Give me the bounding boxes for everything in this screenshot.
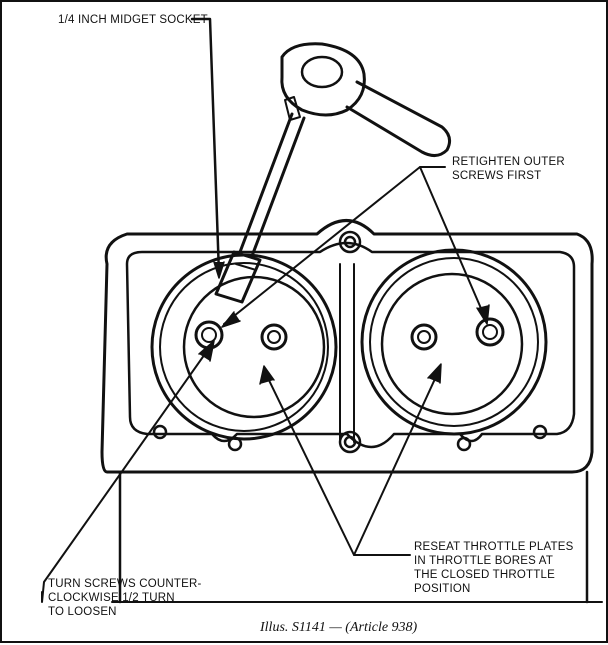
manifold-center-gap [339, 263, 355, 443]
leader-turn [41, 343, 213, 603]
reseat-label-line-2: IN THROTTLE BORES AT [414, 555, 554, 567]
turn-label-line-2: CLOCKWISE 1/2 TURN [48, 592, 175, 604]
turn-label-line-1: TURN SCREWS COUNTER- [48, 578, 202, 590]
figure-caption: Illus. S1141 — (Article 938) [260, 620, 418, 635]
reseat-label-line-1: RESEAT THROTTLE PLATES [414, 541, 574, 553]
leader-reseat-right [353, 367, 441, 556]
socket-label: 1/4 INCH MIDGET SOCKET [58, 14, 208, 26]
gasket-outline [125, 241, 576, 449]
right-bore-inner [369, 257, 539, 427]
reseat-label-line-3: THE CLOSED THROTTLE [414, 569, 555, 581]
retighten-label-line-1: RETIGHTEN OUTER [452, 156, 565, 168]
screw-right-outer [475, 317, 505, 347]
right-throttle-plate [380, 272, 524, 416]
leader-retighten-right [419, 166, 487, 321]
leader-reseat [263, 369, 411, 556]
screw-right-inner [410, 323, 438, 351]
flange-holes [152, 230, 548, 454]
retighten-label-line-2: SCREWS FIRST [452, 170, 542, 182]
turn-label-line-3: TO LOOSEN [48, 606, 117, 618]
midget-socket [214, 250, 262, 304]
ratchet-wrench [280, 42, 452, 157]
manifold-body [118, 470, 589, 604]
base-flange [100, 219, 594, 474]
left-bore-inner [159, 262, 329, 432]
reseat-label-line-4: POSITION [414, 583, 471, 595]
screw-left-outer [194, 320, 224, 350]
leader-socket [190, 17, 221, 276]
right-bore-outer [360, 248, 548, 436]
left-bore-outer [150, 253, 338, 441]
extension-bar [238, 112, 306, 258]
screw-left-inner [260, 323, 288, 351]
